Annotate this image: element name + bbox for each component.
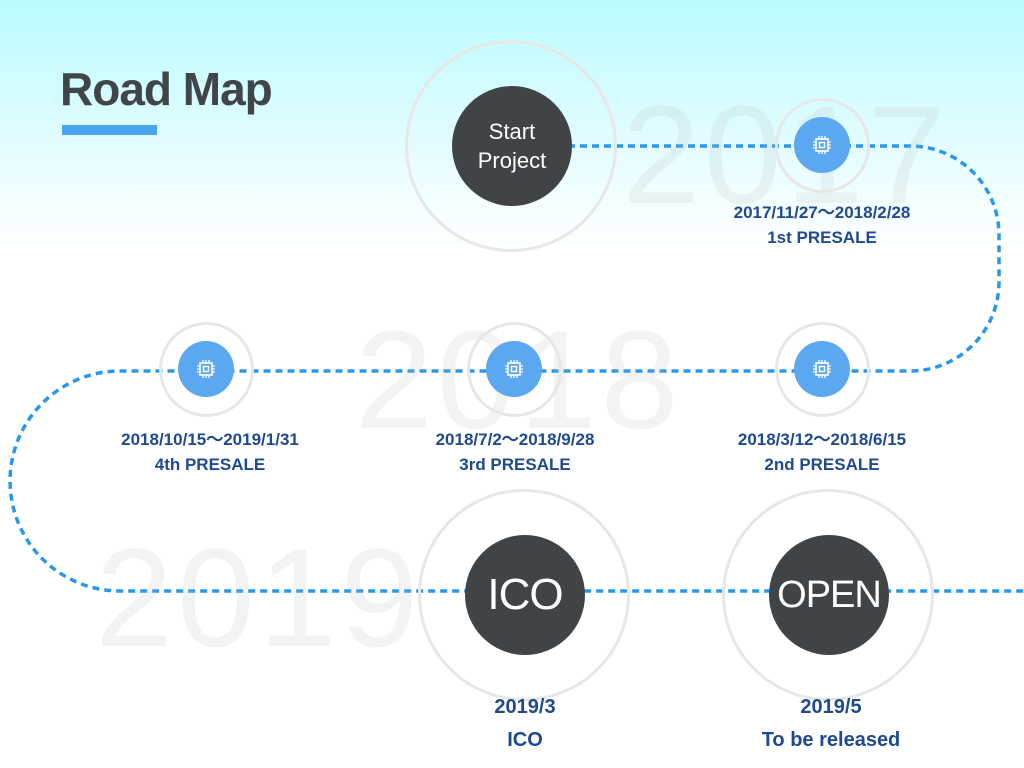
start-project-node: Start Project bbox=[452, 86, 572, 206]
presale-1-caption: 2017/11/27〜2018/2/28 1st PRESALE bbox=[672, 200, 972, 250]
start-label-line2: Project bbox=[477, 148, 547, 173]
presale-4-node bbox=[178, 341, 234, 397]
open-caption-text: To be released bbox=[761, 729, 901, 751]
presale-3-ring bbox=[467, 322, 562, 417]
presale-2-name: 2nd PRESALE bbox=[764, 455, 880, 474]
open-node-label: OPEN bbox=[777, 573, 882, 616]
presale-1-date: 2017/11/27〜2018/2/28 bbox=[733, 203, 911, 222]
open-ring bbox=[722, 489, 934, 701]
presale-3-name: 3rd PRESALE bbox=[459, 455, 571, 474]
presale-4-caption: 2018/10/15〜2019/1/31 4th PRESALE bbox=[60, 427, 360, 477]
presale-1-node bbox=[794, 117, 850, 173]
ico-node-label: ICO bbox=[487, 570, 563, 619]
chip-icon bbox=[197, 360, 215, 378]
presale-2-node bbox=[794, 341, 850, 397]
open-date: 2019/5 bbox=[800, 696, 862, 718]
presale-2-date: 2018/3/12〜2018/6/15 bbox=[737, 430, 907, 449]
chip-icon bbox=[813, 136, 831, 154]
presale-1-ring bbox=[775, 98, 870, 193]
open-caption: 2019/5 To be released bbox=[711, 691, 951, 757]
open-node: OPEN bbox=[769, 535, 889, 655]
ico-date: 2019/3 bbox=[494, 696, 556, 718]
presale-4-ring bbox=[159, 322, 254, 417]
start-ring bbox=[405, 40, 617, 252]
ico-caption-text: ICO bbox=[507, 729, 543, 751]
presale-1-name: 1st PRESALE bbox=[767, 228, 877, 247]
presale-3-date: 2018/7/2〜2018/9/28 bbox=[435, 430, 595, 449]
ico-ring bbox=[418, 489, 630, 701]
presale-3-node bbox=[486, 341, 542, 397]
presale-2-ring bbox=[775, 322, 870, 417]
start-label-line1: Start bbox=[488, 119, 536, 144]
presale-4-date: 2018/10/15〜2019/1/31 bbox=[121, 430, 299, 449]
chip-icon bbox=[505, 360, 523, 378]
presale-2-caption: 2018/3/12〜2018/6/15 2nd PRESALE bbox=[672, 427, 972, 477]
ico-node: ICO bbox=[465, 535, 585, 655]
presale-4-name: 4th PRESALE bbox=[154, 455, 266, 474]
presale-3-caption: 2018/7/2〜2018/9/28 3rd PRESALE bbox=[365, 427, 665, 477]
page-title: Road Map bbox=[60, 63, 273, 115]
year-watermark-2019: 2019 bbox=[95, 519, 423, 676]
chip-icon bbox=[813, 360, 831, 378]
title-underline bbox=[62, 125, 157, 135]
ico-caption: 2019/3 ICO bbox=[405, 691, 645, 757]
